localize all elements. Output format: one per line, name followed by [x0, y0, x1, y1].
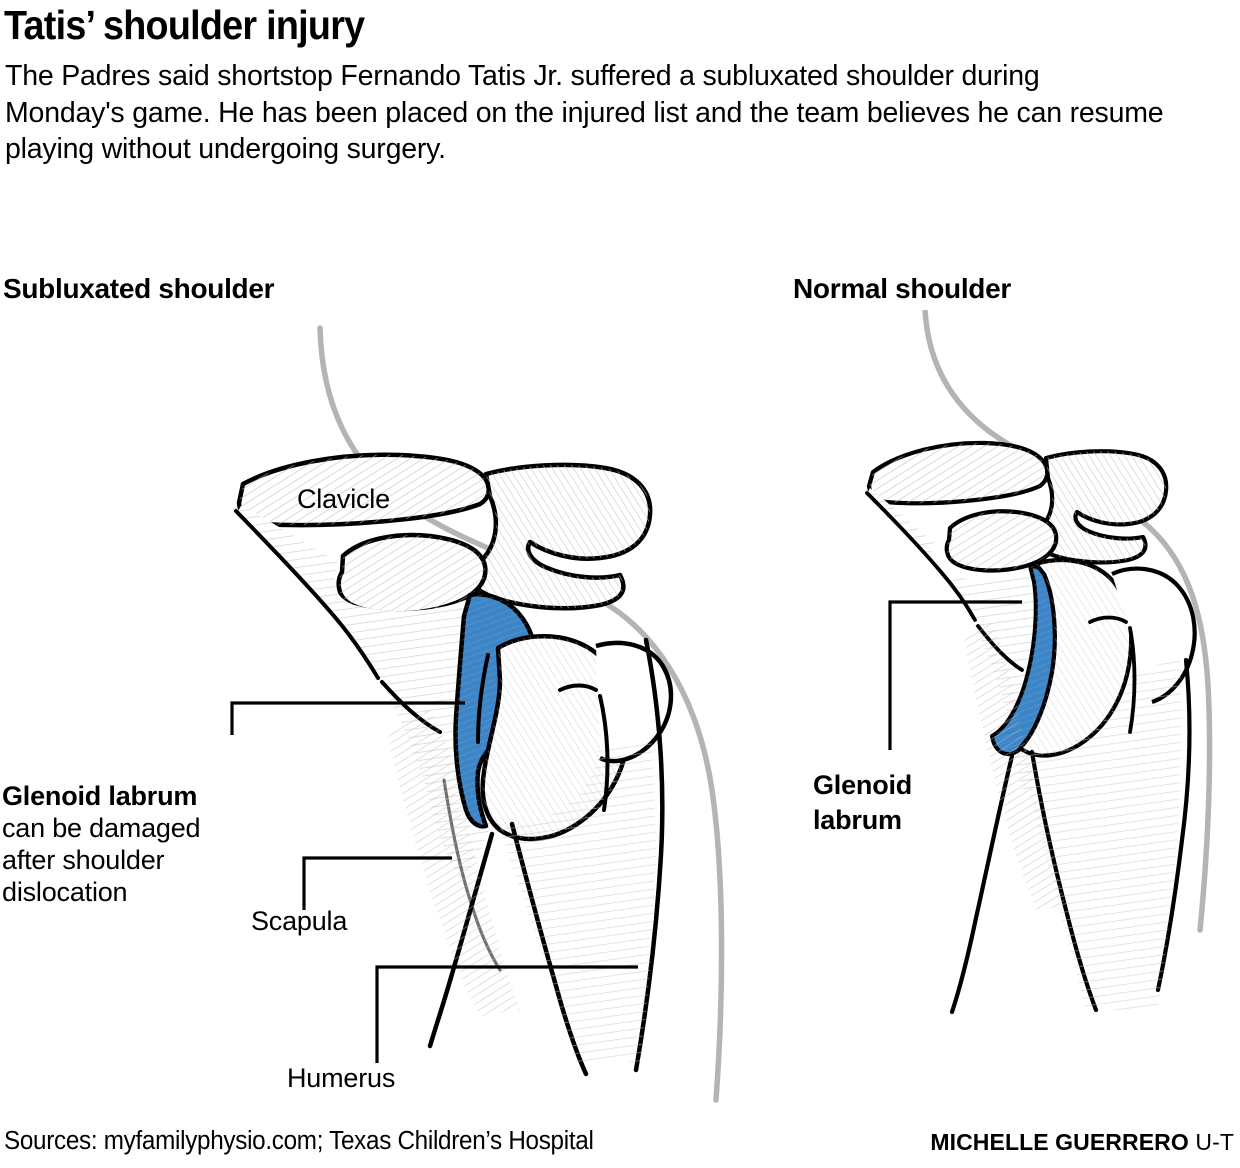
callout-glenoid-left-title: Glenoid labrum — [2, 781, 198, 811]
bicipital-groove-left — [558, 683, 598, 692]
sources-line: Sources: myfamilyphysio.com; Texas Child… — [4, 1127, 594, 1155]
humeral-head-texture-right — [1020, 560, 1132, 756]
humerus-shaft-texture-right — [1020, 660, 1182, 1010]
callout-glenoid-labrum-right: Glenoid labrum — [813, 770, 913, 835]
anatomical-neck-right — [1128, 626, 1137, 734]
leader-lines-left — [230, 701, 638, 1063]
coracoid-texture — [338, 534, 486, 614]
page-deck: The Padres said shortstop Fernando Tatis… — [5, 60, 1164, 165]
acromion-texture-right — [1034, 451, 1167, 563]
callout-glenoid-left-body: can be damaged after shoulder dislocatio… — [2, 813, 201, 907]
credit-author: MICHELLE GUERRERO — [930, 1129, 1189, 1155]
clavicle-texture-right — [869, 442, 1048, 504]
scapula-lower-texture — [386, 708, 520, 1016]
right-shoulder-illustration — [865, 310, 1213, 1015]
acromion-texture — [472, 464, 651, 609]
coracoid-texture-right — [946, 511, 1057, 571]
credit-line: MICHELLE GUERRERO U-T — [930, 1129, 1234, 1156]
credit-organization: U-T — [1195, 1129, 1234, 1155]
leader-lines-right — [888, 600, 1022, 750]
callout-scapula: Scapula — [251, 906, 348, 936]
anatomical-neck-left — [598, 694, 610, 812]
bicipital-groove-right — [1088, 615, 1128, 624]
labrum-inner-line-left — [476, 653, 490, 744]
body-outline-right — [922, 310, 1213, 933]
leader-scapula — [302, 856, 452, 910]
leader-humerus — [375, 965, 638, 1063]
page-title: Tatis’ shoulder injury — [4, 2, 365, 48]
callout-clavicle: Clavicle — [297, 484, 390, 514]
humerus-shaft-medial-left — [427, 831, 495, 1049]
shoulder-anatomy-svg — [230, 310, 1213, 1103]
callout-humerus: Humerus — [287, 1063, 396, 1093]
scapula-edge-upper — [234, 509, 380, 680]
leader-glenoid-right — [888, 600, 1022, 750]
humerus-shaft-outer-right — [1155, 657, 1192, 993]
panel-title-subluxated: Subluxated shoulder — [3, 273, 275, 304]
illustration-stage — [0, 310, 1240, 1120]
left-shoulder-illustration — [230, 325, 725, 1103]
leader-glenoid-left — [230, 701, 465, 735]
scapula-lower-texture-right — [964, 622, 1066, 910]
humerus-shaft-texture — [500, 740, 656, 1062]
panel-title-normal: Normal shoulder — [793, 273, 1011, 304]
clavicle-texture — [239, 454, 489, 526]
